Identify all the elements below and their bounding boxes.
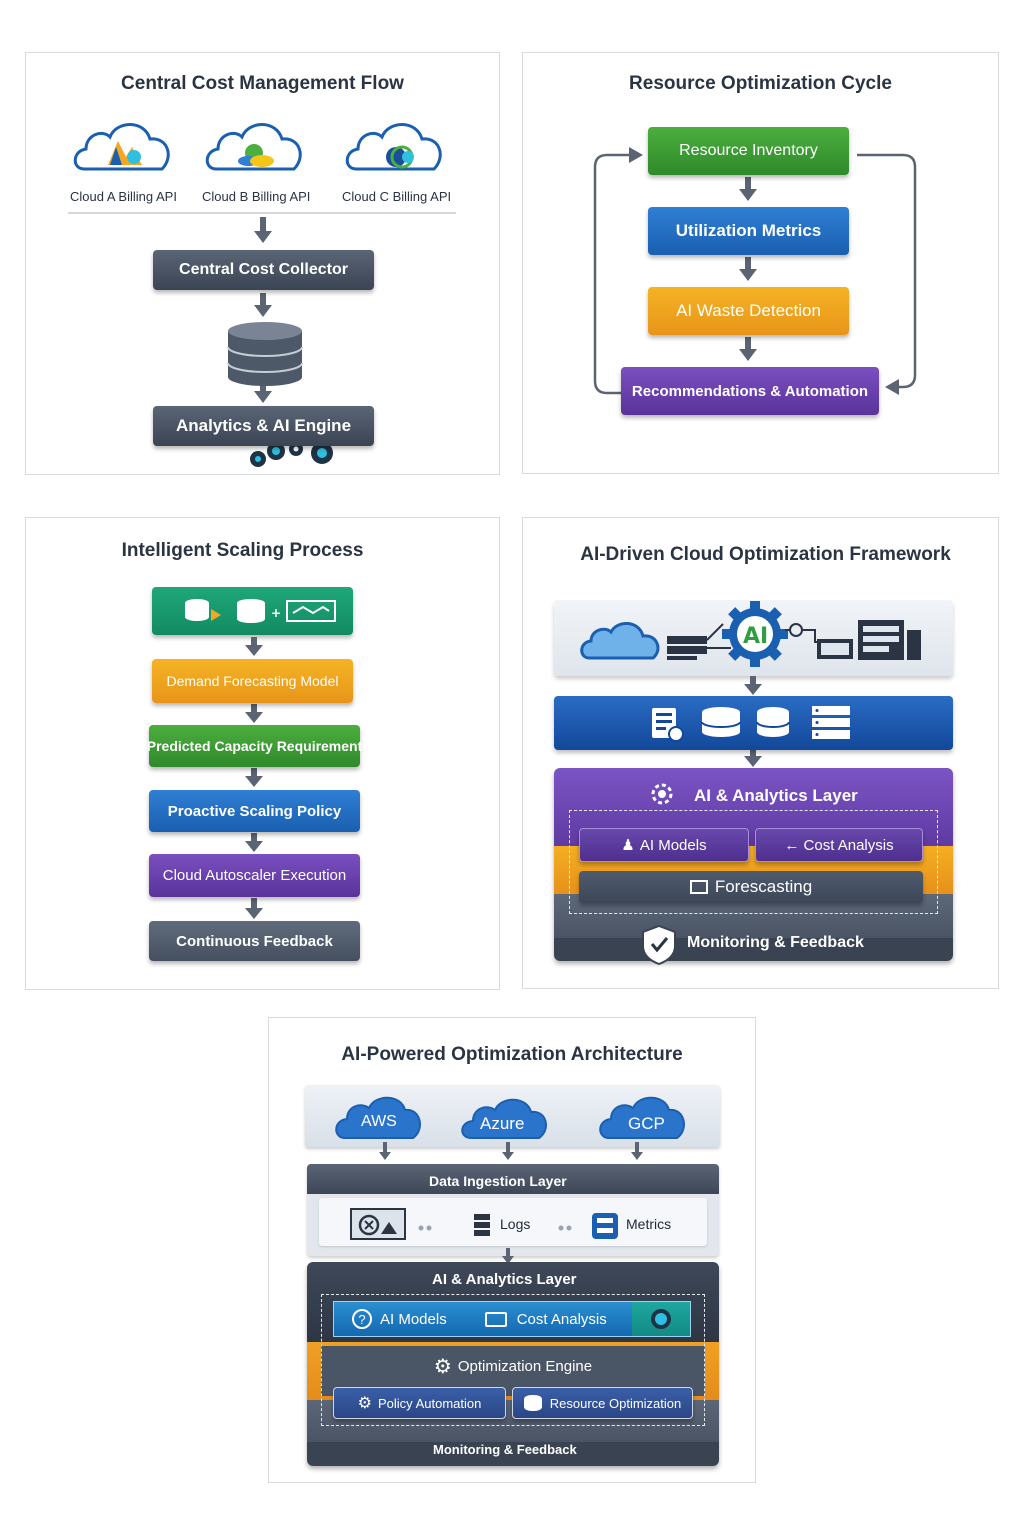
logs-icon [474,1214,490,1236]
panel5-graphics [335,1096,685,1160]
folder-icon [484,1311,507,1327]
ingestion-label: Data Ingestion Layer [429,1173,567,1189]
ai-layer-label: AI & Analytics Layer [432,1271,577,1288]
demand-forecasting-step: Demand Forecasting Model [152,659,353,703]
panel3-arrows [245,637,263,919]
question-icon: ? [352,1309,372,1329]
panel-title: Resource Optimization Cycle [629,73,892,94]
panel-resource-optimization-cycle: Resource Optimization Cycle Resource Inv… [522,52,999,474]
resource-opt-label: Resource Optimization [549,1395,682,1411]
ai-models-label: AI Models [380,1310,447,1328]
cloud-b-label: Cloud B Billing API [202,189,311,204]
azure-cloud-icon [461,1098,547,1139]
policy-label: Policy Automation [378,1395,482,1411]
panel-ai-powered-architecture: AI-Powered Optimization Architecture AWS… [268,1017,756,1483]
forecasting-box: Forescasting [579,871,923,903]
ai-model-strip: ? AI Models Cost Analysis [333,1301,691,1337]
resource-inventory-step: Resource Inventory [648,127,849,175]
cloud-b-icon [205,123,302,171]
panel-central-cost-management: Central Cost Management Flow [25,52,500,475]
panel1-graphics [68,123,456,467]
camera-icon [350,1208,406,1240]
data-icons [652,706,850,742]
ai-waste-detection-step: AI Waste Detection [648,287,849,335]
cost-analysis-box: ← Cost Analysis [755,828,923,862]
utilization-metrics-step: Utilization Metrics [648,207,849,255]
shield-icon [642,924,676,966]
ai-gear-icon: AI [722,601,788,667]
gcp-cloud-icon [599,1096,685,1139]
optimization-engine-row: ⚙ Optimization Engine [321,1352,705,1380]
server-icon [667,636,707,660]
calendar-icon [689,880,708,894]
analytics-ai-engine: Analytics & AI Engine [153,406,374,446]
settings-icon: ⚙ [357,1395,372,1412]
cloud-autoscaler-step: Cloud Autoscaler Execution [149,854,360,897]
panel4-layer-icons [642,783,676,966]
monitor-icon [817,639,853,659]
chart-icon [632,1302,690,1336]
gear-icon: ⚙ [433,1355,452,1378]
panel5-ingestion-icons [350,1208,618,1264]
azure-label: Azure [480,1114,525,1133]
rack-icon [858,620,921,660]
panel-intelligent-scaling: Intelligent Scaling Process + Demand For… [25,517,500,990]
svg-text:+: + [271,606,281,620]
recommendations-automation-step: Recommendations & Automation [621,367,879,415]
panel-title: AI-Driven Cloud Optimization Framework [580,544,951,565]
cloud-c-label: Cloud C Billing API [342,189,452,204]
gcp-label: GCP [628,1114,665,1133]
cloud-c-icon [345,123,442,171]
data-sources-step: + [152,587,353,635]
ai-models-box: ♟AI Models [579,828,749,862]
central-cost-collector: Central Cost Collector [153,250,374,290]
predicted-capacity-step: Predicted Capacity Requirement [147,725,362,767]
resource-optimization-box: Resource Optimization [512,1387,693,1419]
panel-title: Central Cost Management Flow [121,73,404,94]
dashed-frame [569,810,938,914]
data-layer-band [554,696,953,750]
metrics-label: Metrics [626,1216,672,1232]
panel2-graphics [593,147,917,395]
monitoring-feedback-label: Monitoring & Feedback [433,1442,577,1457]
dashed-frame [321,1294,705,1426]
forecasting-label: Forescasting [714,877,813,896]
database-icon: + [184,599,336,623]
panel-title: AI-Powered Optimization Architecture [341,1044,683,1065]
continuous-feedback-step: Continuous Feedback [149,921,360,961]
user-icon: ♟ [621,837,635,854]
gear-icon [651,783,673,805]
monitoring-feedback-label: Monitoring & Feedback [687,934,864,951]
optimization-engine-label: Optimization Engine [457,1357,593,1375]
panel4-graphics: AI [580,601,921,767]
database-icon [523,1395,542,1411]
proactive-scaling-step: Proactive Scaling Policy [149,790,360,832]
svg-text:AI: AI [743,624,768,649]
aws-cloud-icon [335,1096,421,1139]
ai-analytics-layer-label: AI & Analytics Layer [694,786,858,805]
ai-models-label: AI Models [639,836,707,854]
policy-automation-box: ⚙ Policy Automation [333,1387,506,1419]
aws-label: AWS [361,1113,397,1130]
cloud-a-icon [73,123,170,171]
cloud-a-label: Cloud A Billing API [70,189,177,204]
cost-analysis-label: Cost Analysis [516,1310,607,1328]
panel-title: Intelligent Scaling Process [121,540,364,561]
logs-label: Logs [500,1216,531,1232]
database-icon [227,322,303,386]
panel-ai-driven-framework: AI-Driven Cloud Optimization Framework A… [522,517,999,989]
cloud-icon [580,622,660,660]
metrics-icon [592,1213,618,1239]
